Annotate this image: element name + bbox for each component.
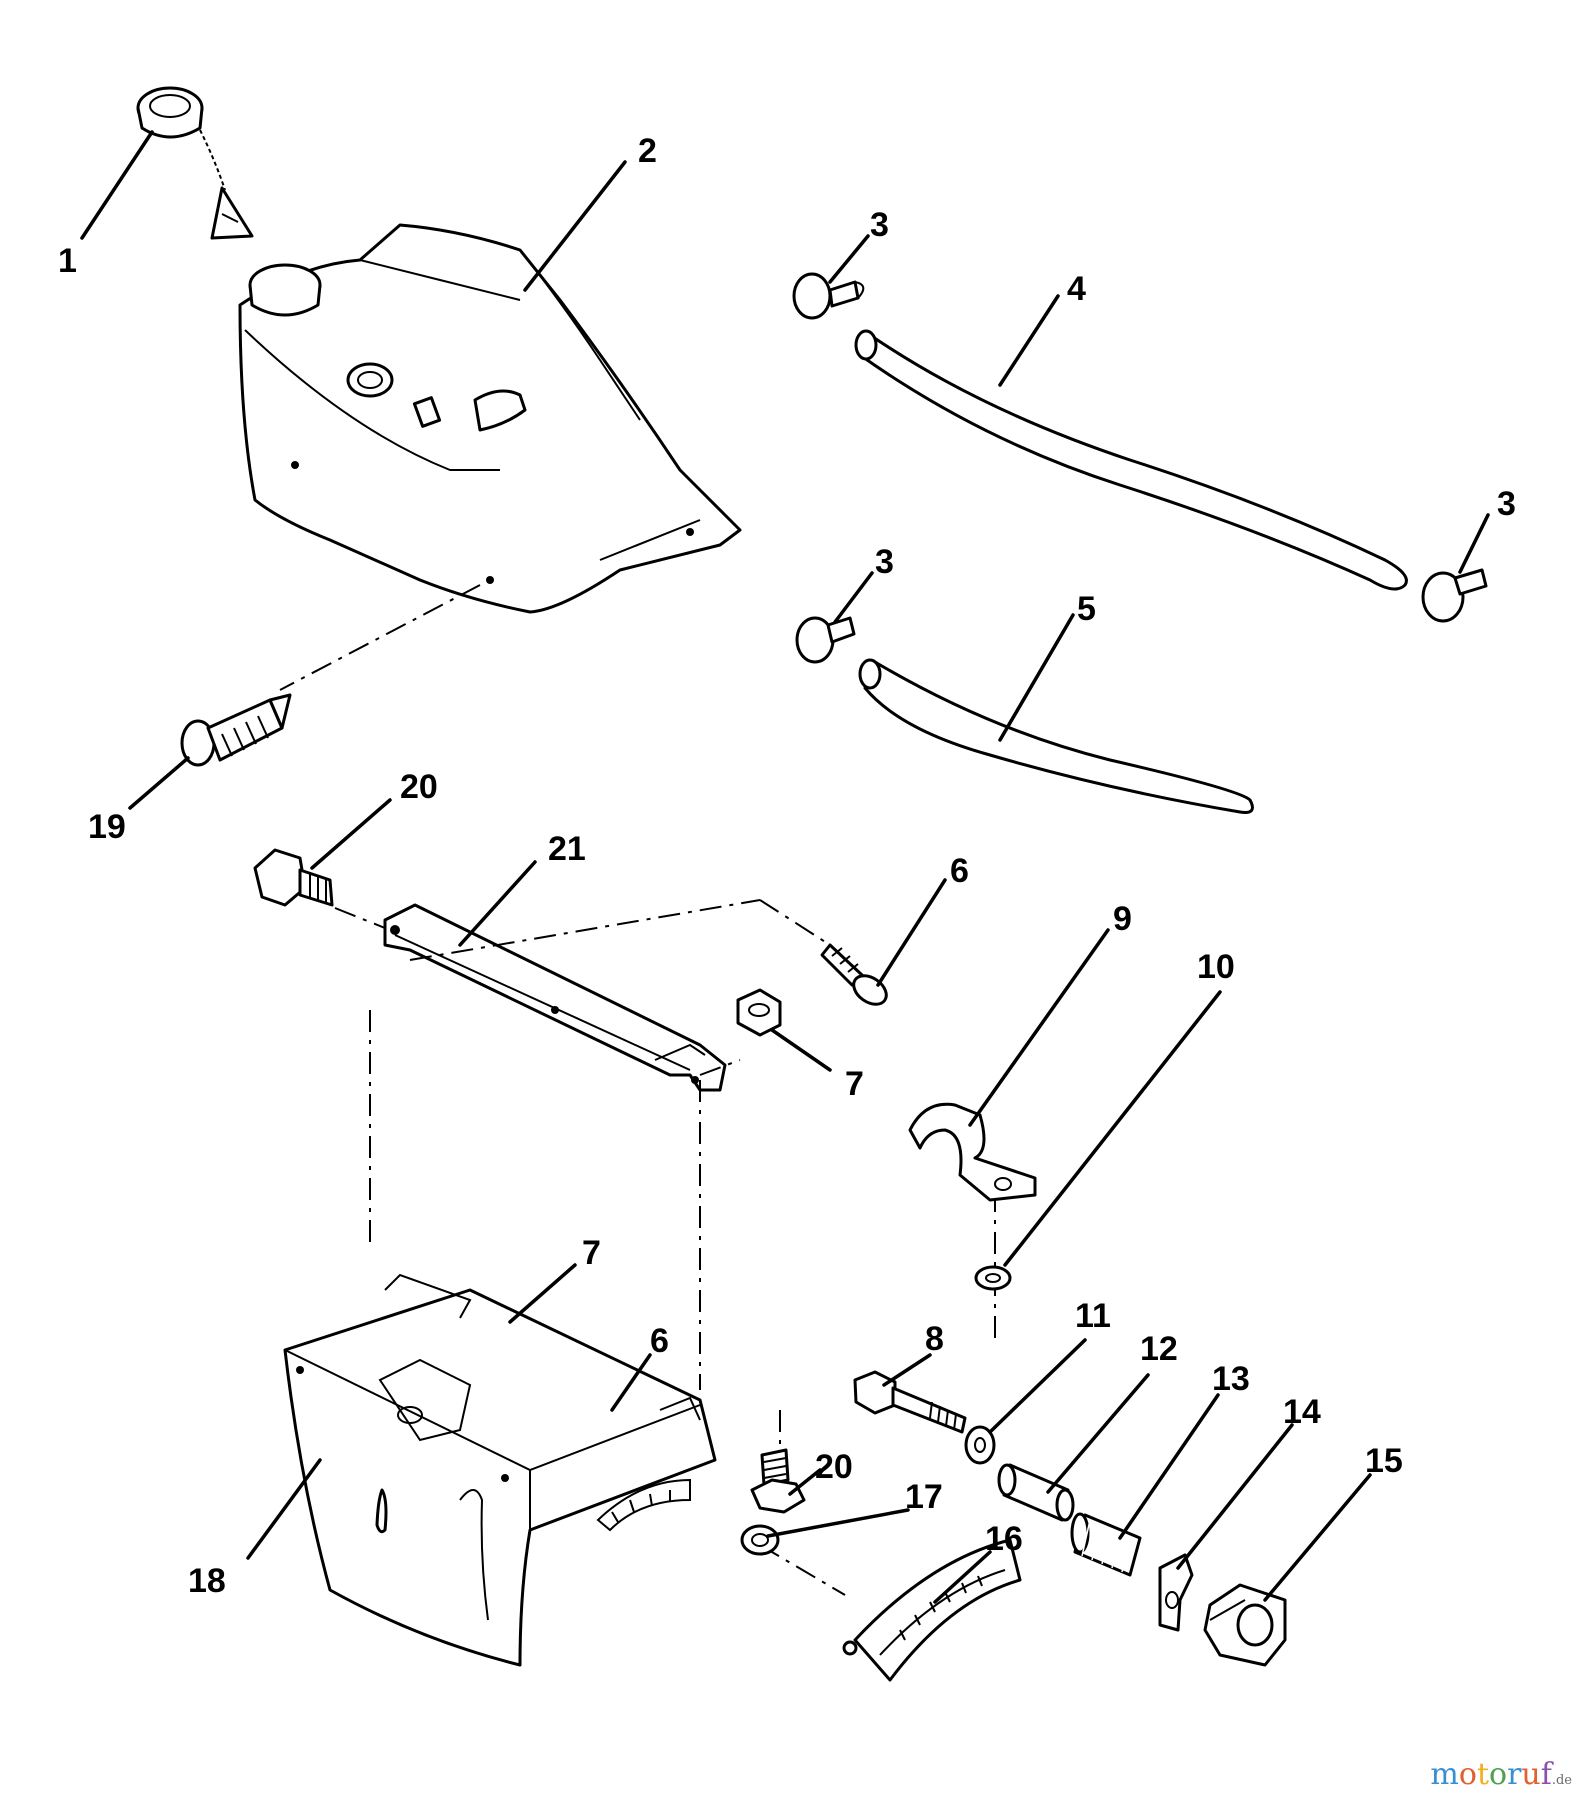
part-label-7a: 7 — [845, 1065, 864, 1103]
retainer-clip — [1158, 1553, 1194, 1632]
part-label-3b: 3 — [1497, 485, 1516, 523]
part-label-6b: 6 — [650, 1322, 669, 1360]
part-label-9: 9 — [1113, 900, 1132, 938]
push-rivet — [180, 693, 292, 767]
part-label-20a: 20 — [400, 768, 438, 806]
nut-upper — [736, 988, 782, 1037]
part-label-19: 19 — [88, 808, 126, 846]
part-label-3c: 3 — [875, 543, 894, 581]
hose-clamp-top — [792, 272, 865, 320]
part-label-4: 4 — [1067, 270, 1086, 308]
fuel-hose-long — [854, 329, 1408, 591]
throttle-quadrant — [842, 1538, 1022, 1682]
hose-clamp-middle — [795, 616, 856, 664]
part-label-14: 14 — [1283, 1393, 1321, 1431]
part-label-1: 1 — [58, 242, 77, 280]
part-label-6a: 6 — [950, 852, 969, 890]
part-label-16: 16 — [985, 1520, 1023, 1558]
part-labels: 1 2 3 3 3 4 5 6 6 7 7 8 9 10 11 12 13 14… — [58, 132, 1516, 1600]
part-label-12: 12 — [1140, 1330, 1178, 1368]
part-label-3a: 3 — [870, 206, 889, 244]
part-label-18: 18 — [188, 1562, 226, 1600]
hex-bolt-top — [253, 848, 334, 907]
part-label-17: 17 — [905, 1478, 943, 1516]
spring-washer — [964, 1425, 996, 1465]
watermark-letter: m — [1430, 1757, 1459, 1792]
part-label-8: 8 — [925, 1320, 944, 1358]
part-label-13: 13 — [1212, 1360, 1250, 1398]
throttle-handle — [1203, 1583, 1287, 1667]
compression-spring — [1070, 1512, 1142, 1577]
watermark-letter: r — [1507, 1757, 1522, 1792]
watermark-letter: o — [1489, 1757, 1508, 1792]
watermark-brand: motoruf — [1430, 1757, 1551, 1792]
fuel-cap — [136, 86, 254, 240]
part-label-20b: 20 — [815, 1448, 853, 1486]
part-label-10: 10 — [1197, 948, 1235, 986]
fuel-tank — [238, 223, 742, 614]
tank-bracket — [383, 903, 727, 1092]
spacer-tube — [997, 1463, 1075, 1522]
pivot-bolt — [853, 1370, 967, 1434]
watermark-logo: motoruf.de — [1430, 1757, 1572, 1792]
part-label-21: 21 — [548, 830, 586, 868]
fuel-hose-short — [858, 658, 1254, 814]
watermark-letter: f — [1540, 1757, 1552, 1792]
part-label-11: 11 — [1075, 1297, 1111, 1335]
part-label-5: 5 — [1077, 590, 1096, 628]
part-label-7b: 7 — [582, 1234, 601, 1272]
shoulder-washer — [740, 1524, 780, 1556]
watermark-letter: o — [1458, 1757, 1477, 1792]
part-label-2: 2 — [638, 132, 657, 170]
watermark-letter: t — [1476, 1757, 1489, 1792]
screw-upper — [820, 943, 888, 1006]
pipe-clamp — [908, 1102, 1037, 1202]
part-label-15: 15 — [1365, 1442, 1403, 1480]
hose-clamp-right — [1421, 568, 1488, 623]
watermark-letter: u — [1521, 1757, 1541, 1792]
flat-washer — [974, 1265, 1012, 1291]
leader-lines — [80, 130, 1490, 1604]
dash-console — [283, 1273, 717, 1667]
watermark-tld: .de — [1551, 1773, 1572, 1788]
hex-bolt-bottom — [750, 1448, 806, 1514]
